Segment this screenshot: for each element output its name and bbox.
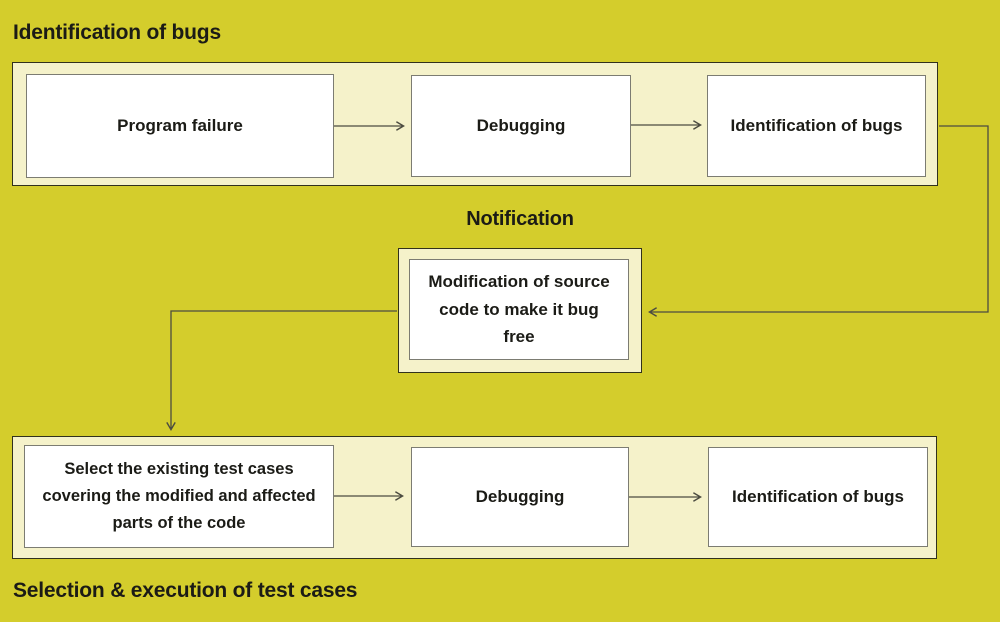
flow-box-label: Debugging	[476, 116, 566, 136]
flow-box-label: Modification of source code to make it b…	[428, 272, 610, 347]
flow-box-label: Debugging	[475, 487, 565, 507]
modification-container: Modification of source code to make it b…	[398, 248, 642, 373]
flow-box-label: Identification of bugs	[730, 116, 903, 136]
flow-box-program-failure: Program failure	[26, 74, 334, 178]
top-section-title: Identification of bugs	[13, 21, 221, 44]
flow-box-identification-top: Identification of bugs	[707, 75, 926, 177]
flow-box-label: Select the existing test cases covering …	[42, 460, 316, 532]
flow-box-modification: Modification of source code to make it b…	[409, 259, 629, 360]
flow-box-debugging-top: Debugging	[411, 75, 631, 177]
arrow-modification-to-bottom-band	[166, 310, 397, 431]
flow-box-select-test-cases: Select the existing test cases covering …	[24, 445, 334, 548]
flow-box-debugging-bottom: Debugging	[411, 447, 629, 547]
bottom-band: Select the existing test cases covering …	[12, 436, 937, 559]
flow-box-label: Program failure	[117, 116, 243, 136]
flow-box-label: Identification of bugs	[732, 487, 904, 507]
flow-box-identification-bottom: Identification of bugs	[708, 447, 928, 547]
bottom-section-title: Selection & execution of test cases	[13, 579, 358, 602]
top-band: Program failure Debugging Identification…	[12, 62, 938, 186]
notification-title: Notification	[466, 208, 574, 230]
